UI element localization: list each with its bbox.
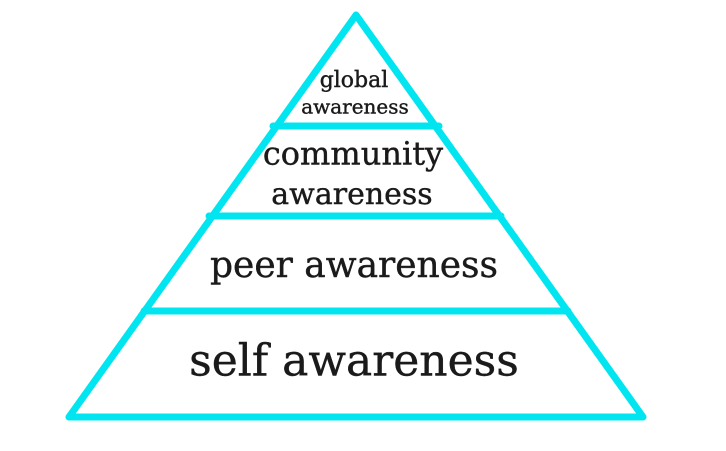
tier-community-line-2: awareness — [271, 177, 432, 212]
tier-self-label: self awareness — [189, 336, 519, 387]
tier-global-line-1: global — [320, 68, 389, 93]
tier-peer-label: peer awareness — [210, 245, 498, 286]
tier-global-line-2: awareness — [301, 95, 409, 119]
tier-community-line-1: community — [263, 135, 443, 173]
